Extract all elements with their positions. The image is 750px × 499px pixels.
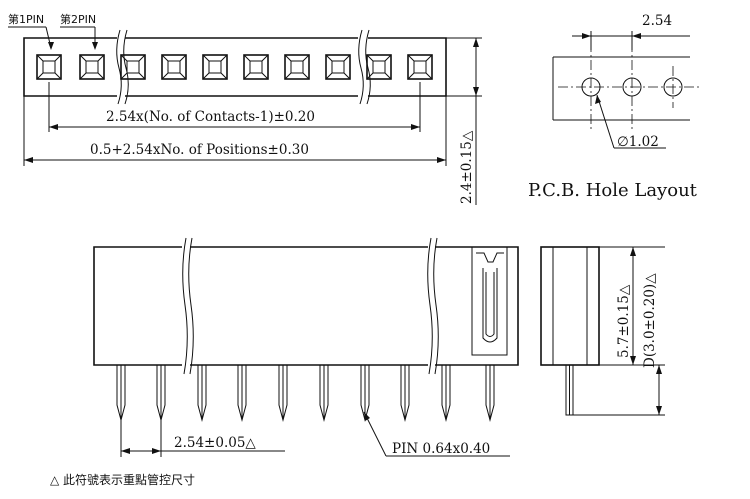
height-dimension-text: 2.4±0.15△ bbox=[459, 130, 475, 204]
contact-square bbox=[366, 54, 392, 80]
contact-square bbox=[243, 54, 269, 80]
top-housing-right bbox=[368, 37, 447, 97]
contact-square-inner bbox=[290, 60, 304, 74]
contact-square-inner bbox=[413, 60, 427, 74]
pin bbox=[441, 365, 451, 422]
hole-diameter-text: ∅1.02 bbox=[617, 134, 659, 150]
pin bbox=[400, 365, 410, 422]
contact-square-inner bbox=[85, 60, 99, 74]
pin bbox=[485, 365, 495, 422]
pin1-label: 第1PIN bbox=[8, 12, 44, 26]
depth-dimension-text: D(3.0±0.20)△ bbox=[642, 273, 658, 368]
contact-square bbox=[79, 54, 105, 80]
front-pins bbox=[116, 365, 495, 422]
pin-pitch-dimension-text: 2.54±0.05△ bbox=[174, 435, 256, 451]
top-housing-left bbox=[23, 37, 117, 97]
contact-square bbox=[161, 54, 187, 80]
contact-square-inner bbox=[372, 60, 386, 74]
pin-spec-text: PIN 0.64x0.40 bbox=[392, 441, 490, 457]
side-view: 5.7±0.15△ D(3.0±0.20)△ bbox=[540, 246, 665, 416]
pin2-label: 第2PIN bbox=[60, 12, 96, 26]
pitch-dimension-text: 2.54 bbox=[642, 13, 672, 29]
contact-square-inner bbox=[331, 60, 345, 74]
positions-dimension-text: 0.5+2.54xNo. of Positions±0.30 bbox=[90, 142, 309, 158]
front-housing-left bbox=[93, 246, 182, 366]
contact-square bbox=[325, 54, 351, 80]
footnote: △ 此符號表示重點管控尺寸 bbox=[50, 472, 195, 487]
break-line bbox=[358, 29, 364, 105]
contact-square bbox=[202, 54, 228, 80]
contact-square bbox=[120, 54, 146, 80]
contact-square-inner bbox=[208, 60, 222, 74]
front-view: 2.54±0.05△ PIN 0.64x0.40 bbox=[93, 237, 519, 457]
pin bbox=[237, 365, 247, 422]
contact-section bbox=[471, 246, 508, 356]
contact-square bbox=[36, 54, 62, 80]
contact-square-inner bbox=[126, 60, 140, 74]
inner-dimension-text: 5.7±0.15△ bbox=[616, 284, 632, 358]
pcb-hole-layout: 2.54 ∅1.02 P.C.B. Hole Layout bbox=[528, 13, 700, 201]
contact-square bbox=[407, 54, 433, 80]
break-line bbox=[182, 237, 188, 375]
pin bbox=[278, 365, 288, 422]
break-line bbox=[116, 29, 122, 105]
break-line bbox=[427, 237, 433, 375]
contact-square bbox=[284, 54, 310, 80]
contact-square-inner bbox=[167, 60, 181, 74]
contact-square-inner bbox=[249, 60, 263, 74]
pcb-layout-title: P.C.B. Hole Layout bbox=[528, 180, 698, 201]
pcb-hole bbox=[622, 77, 642, 97]
contacts-dimension-text: 2.54x(No. of Contacts-1)±0.20 bbox=[106, 109, 315, 125]
pcb-hole bbox=[663, 77, 683, 97]
contact-square-inner bbox=[42, 60, 56, 74]
pin bbox=[319, 365, 329, 422]
pcb-hole bbox=[581, 77, 601, 97]
pin bbox=[197, 365, 207, 422]
contact-squares bbox=[36, 54, 433, 80]
front-housing-right bbox=[435, 246, 519, 366]
top-view: 第1PIN 第2PIN 2.54x(No. of Contacts-1)±0.2… bbox=[8, 12, 482, 205]
side-housing bbox=[540, 246, 600, 366]
